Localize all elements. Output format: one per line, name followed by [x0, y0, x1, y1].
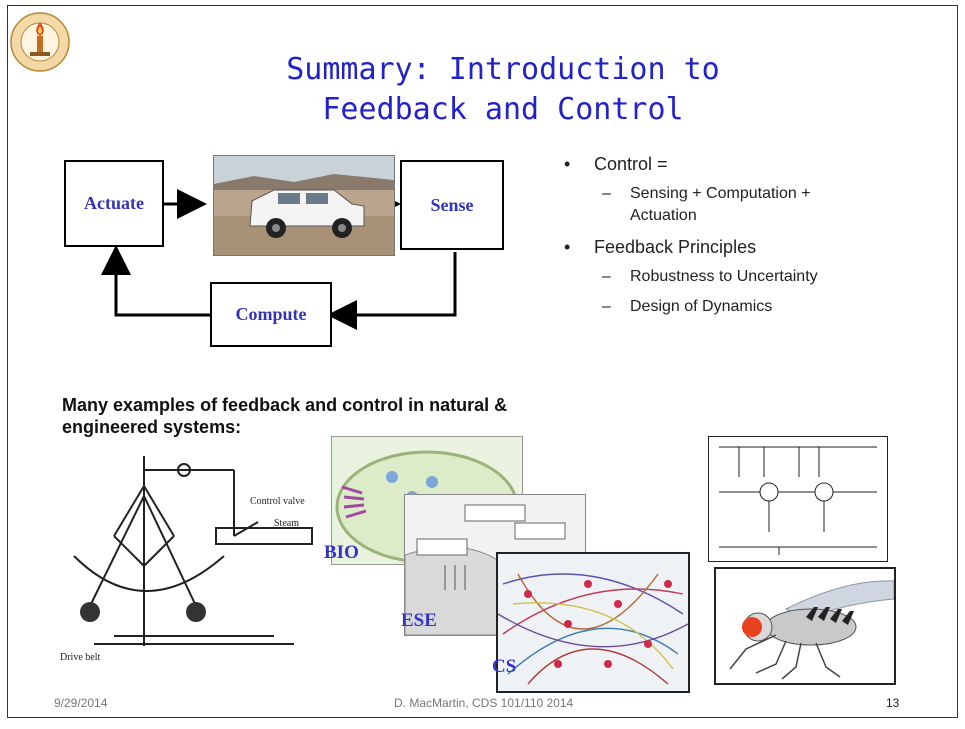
- dash: –: [602, 298, 611, 315]
- bio-label: BIO: [324, 542, 359, 563]
- cs-network-diagram: [496, 552, 690, 693]
- sub-bullet-robustness: – Robustness to Uncertainty: [602, 266, 880, 288]
- ese-earth-systems-diagram: [404, 494, 586, 636]
- ese-label: ESE: [401, 610, 437, 631]
- sense-label: Sense: [430, 194, 474, 215]
- dash: –: [602, 185, 611, 202]
- steam-label: Steam: [274, 518, 299, 529]
- title-line-1: Summary: Introduction to: [286, 52, 720, 87]
- autonomous-vehicle-photo: [213, 155, 395, 256]
- actuate-box: Actuate: [64, 160, 164, 247]
- circuit-sketch: [719, 446, 877, 555]
- network-sketch: [498, 554, 688, 691]
- actuate-label: Actuate: [84, 193, 144, 213]
- sub-bullet-control-text: Sensing + Computation + Actuation: [630, 185, 811, 224]
- governor-sketch: Control valve Steam Drive belt: [60, 456, 313, 663]
- footer-date: 9/29/2014: [54, 696, 108, 710]
- cs-label: CS: [492, 656, 517, 677]
- amplifier-circuit-schematic: [708, 436, 888, 562]
- sub-bullet-dynamics-text: Design of Dynamics: [630, 298, 773, 315]
- sub-bullet-control: – Sensing + Computation + Actuation: [602, 183, 880, 227]
- compute-label: Compute: [235, 304, 307, 324]
- caltech-seal-logo: [10, 12, 70, 72]
- fly-sketch: [716, 569, 894, 683]
- slide: Summary: Introduction to Feedback and Co…: [7, 5, 958, 718]
- examples-heading: Many examples of feedback and control in…: [62, 395, 508, 437]
- footer-author: D. MacMartin, CDS 101/110 2014: [394, 696, 574, 710]
- bullet-control: Control =: [564, 154, 880, 175]
- bullet-list: Control = – Sensing + Computation + Actu…: [564, 154, 880, 326]
- fruit-fly-image: [714, 567, 896, 685]
- flyball-governor-drawing: Control valve Steam Drive belt: [54, 446, 334, 668]
- drive-belt-label: Drive belt: [60, 652, 100, 663]
- compute-box: Compute: [210, 282, 332, 347]
- dash: –: [602, 268, 611, 285]
- footer-page-number: 13: [886, 696, 900, 710]
- control-valve-label: Control valve: [250, 496, 305, 507]
- sense-box: Sense: [400, 160, 504, 250]
- bullet-feedback: Feedback Principles: [564, 237, 880, 258]
- title-line-2: Feedback and Control: [322, 92, 684, 127]
- sub-bullet-robustness-text: Robustness to Uncertainty: [630, 268, 818, 285]
- slide-title: Summary: Introduction to Feedback and Co…: [188, 50, 818, 130]
- sub-bullet-dynamics: – Design of Dynamics: [602, 296, 880, 318]
